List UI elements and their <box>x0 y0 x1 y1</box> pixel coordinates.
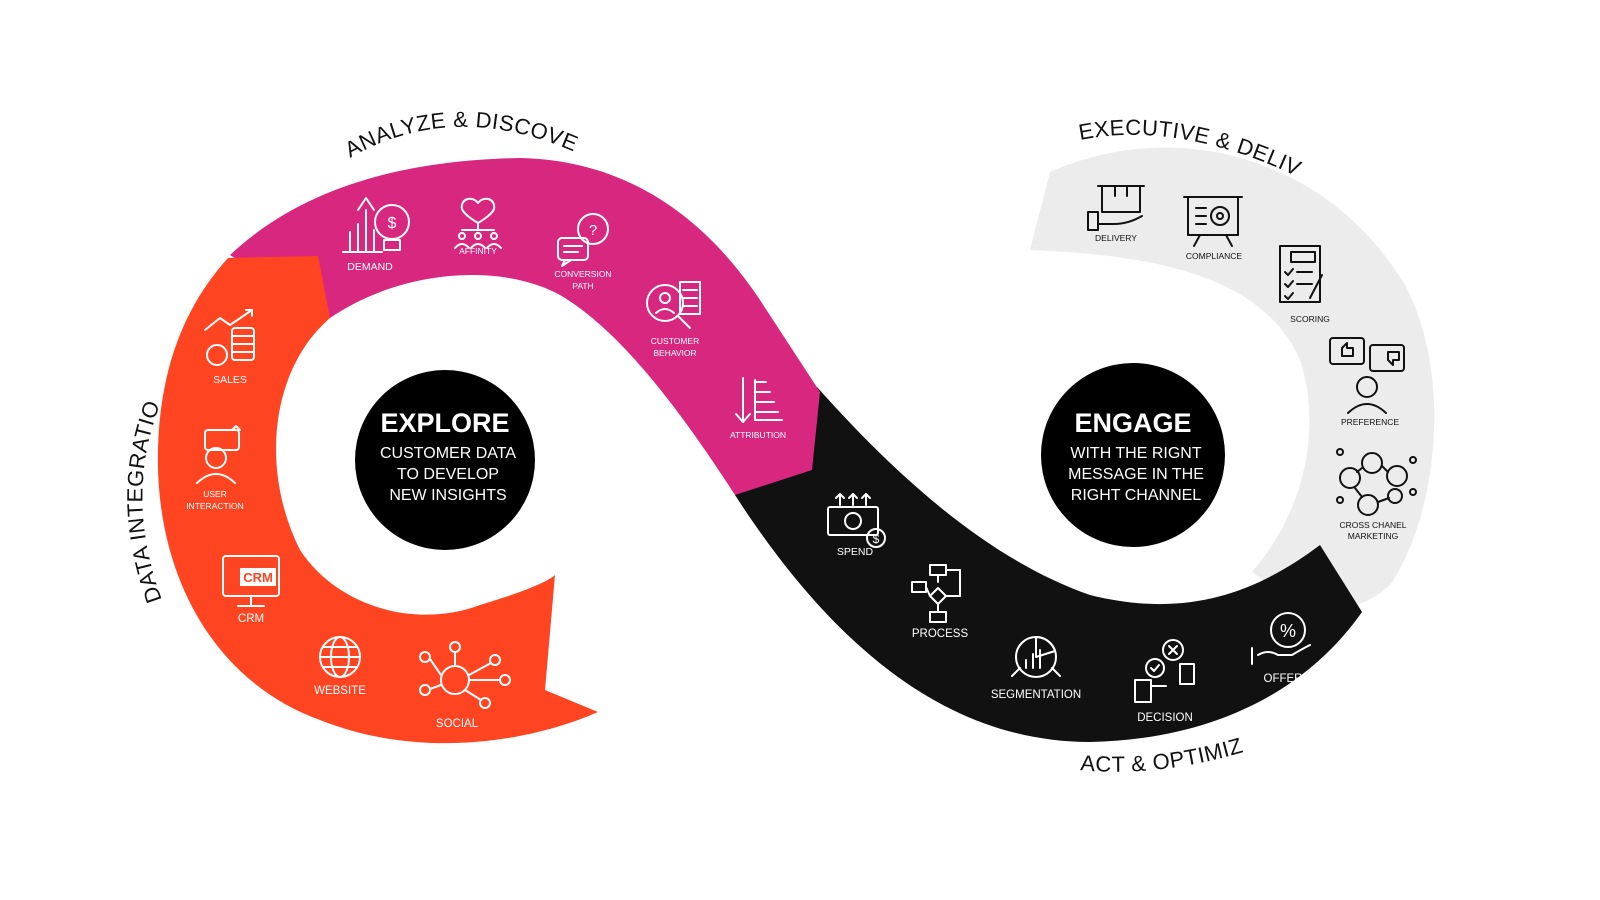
conversion-path-label-1: CONVERSION <box>554 269 611 279</box>
svg-text:%: % <box>1280 621 1296 641</box>
offer-label: OFFER <box>1264 673 1303 685</box>
compliance-label: COMPLIANCE <box>1186 251 1243 261</box>
demand-icon: $ <box>342 197 410 253</box>
engage-circle <box>1041 363 1225 547</box>
analyze-discover-text: ANALYZE & DISCOVER <box>0 0 581 162</box>
conversion-path-label-2: PATH <box>572 281 593 291</box>
explore-hub: EXPLORE CUSTOMER DATA TO DEVELOP NEW INS… <box>355 370 535 550</box>
affinity-icon <box>454 197 502 249</box>
website-icon <box>319 636 361 678</box>
scoring-label: SCORING <box>1290 314 1330 324</box>
sales-icon <box>204 309 255 366</box>
execute-band <box>1030 147 1435 609</box>
spend-icon: $ <box>827 493 886 548</box>
attribution-label: ATTRIBUTION <box>730 430 786 440</box>
explore-line-3: NEW INSIGHTS <box>389 487 506 504</box>
process-label: PROCESS <box>912 628 969 640</box>
data-integration-band <box>157 256 599 744</box>
item-process: PROCESS <box>911 564 969 640</box>
item-user-interaction: USER INTERACTION <box>186 425 244 511</box>
item-delivery: DELIVERY <box>1087 185 1145 243</box>
scoring-icon <box>1279 245 1323 303</box>
offer-icon: % <box>1251 612 1311 665</box>
user-interaction-icon <box>196 425 241 484</box>
spend-label: SPEND <box>837 546 874 558</box>
item-sales: SALES <box>204 309 255 386</box>
preference-label: PREFERENCE <box>1341 417 1399 427</box>
crm-badge-text: CRM <box>243 570 273 585</box>
crm-label: CRM <box>238 613 264 625</box>
item-decision: DECISION <box>1134 639 1195 724</box>
demand-label: DEMAND <box>347 261 393 273</box>
engage-line-1: WITH THE RIGNT <box>1070 445 1201 462</box>
segmentation-icon <box>1011 636 1061 678</box>
delivery-label: DELIVERY <box>1095 233 1137 243</box>
decision-label: DECISION <box>1137 712 1193 724</box>
segmentation-label: SEGMENTATION <box>991 689 1081 701</box>
cross-channel-marketing-label-2: MARKETING <box>1348 531 1399 541</box>
compliance-icon <box>1183 196 1243 247</box>
attribution-icon <box>735 377 783 423</box>
customer-behavior-label-2: BEHAVIOR <box>653 348 696 358</box>
delivery-icon <box>1087 185 1145 231</box>
data-integration-text: DATA INTEGRATION <box>0 0 166 606</box>
social-label: SOCIAL <box>436 718 479 730</box>
analyze-band <box>230 158 820 495</box>
act-band <box>735 387 1362 742</box>
svg-text:$: $ <box>388 215 397 232</box>
explore-line-2: TO DEVELOP <box>397 466 499 483</box>
cross-channel-marketing-label-1: CROSS CHANEL <box>1339 520 1406 530</box>
item-compliance: COMPLIANCE <box>1183 196 1243 261</box>
item-preference: PREFERENCE <box>1329 337 1405 427</box>
svg-text:?: ? <box>589 222 597 239</box>
svg-text:$: $ <box>873 532 880 546</box>
item-crm: CRM CRM <box>222 555 280 625</box>
preference-icon <box>1329 337 1405 414</box>
affinity-label: AFFINITY <box>459 246 497 256</box>
item-social: SOCIAL <box>419 641 511 730</box>
item-cross-channel-marketing: CROSS CHANEL MARKETING <box>1336 448 1417 541</box>
item-scoring: SCORING <box>1279 245 1330 324</box>
item-website: WEBSITE <box>314 636 366 697</box>
crm-icon: CRM <box>222 555 280 607</box>
item-segmentation: SEGMENTATION <box>991 636 1081 701</box>
item-attribution: ATTRIBUTION <box>730 377 786 440</box>
engage-hub: ENGAGE WITH THE RIGNT MESSAGE IN THE RIG… <box>1041 363 1225 547</box>
website-label: WEBSITE <box>314 685 366 697</box>
customer-behavior-label-1: CUSTOMER <box>651 336 700 346</box>
decision-icon <box>1134 639 1195 703</box>
item-offer: % OFFER <box>1251 612 1311 685</box>
user-interaction-label-1: USER <box>203 489 227 499</box>
item-customer-behavior: CUSTOMER BEHAVIOR <box>646 281 701 358</box>
social-icon <box>419 641 511 709</box>
item-spend: $ SPEND <box>827 493 886 558</box>
data-integration-label: DATA INTEGRATION <box>0 0 167 606</box>
analyze-discover-label: ANALYZE & DISCOVER <box>0 0 582 162</box>
customer-behavior-icon <box>646 281 701 329</box>
explore-line-1: CUSTOMER DATA <box>380 445 516 462</box>
conversion-path-icon: ? <box>557 213 609 267</box>
item-conversion-path: ? CONVERSION PATH <box>554 213 612 291</box>
process-icon <box>911 564 961 623</box>
engage-line-3: RIGHT CHANNEL <box>1071 487 1201 504</box>
explore-circle <box>355 370 535 550</box>
explore-title: EXPLORE <box>380 408 509 438</box>
sales-label: SALES <box>213 374 247 386</box>
item-affinity: AFFINITY <box>454 197 502 256</box>
user-interaction-label-2: INTERACTION <box>186 501 244 511</box>
cross-channel-marketing-icon <box>1336 448 1417 516</box>
item-demand: $ DEMAND <box>342 197 410 273</box>
engage-title: ENGAGE <box>1074 408 1191 438</box>
engage-line-2: MESSAGE IN THE <box>1068 466 1204 483</box>
